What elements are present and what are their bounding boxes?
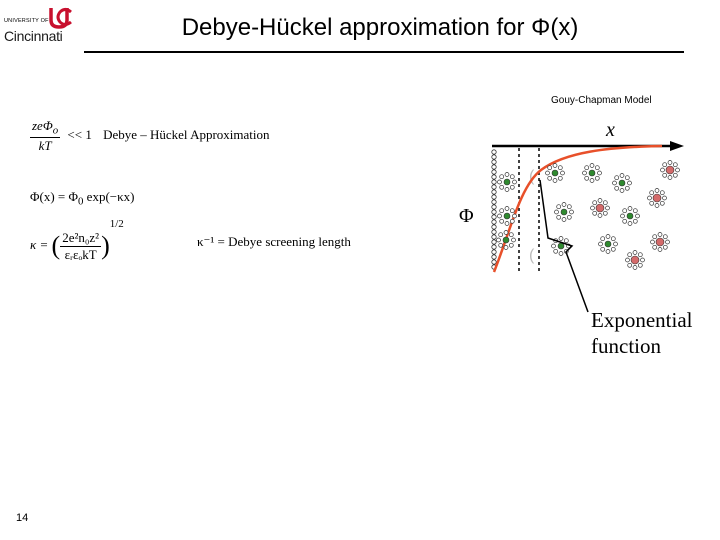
surface-charge — [491, 204, 497, 210]
anion-ion — [496, 230, 516, 250]
cation-ion — [590, 198, 610, 218]
surface-charge — [491, 159, 497, 165]
plane-bracket-bottom: ( — [529, 247, 535, 264]
anion-ion — [612, 173, 632, 193]
anion-ion — [582, 163, 602, 183]
surface-charge — [491, 149, 497, 155]
x-axis-arrowhead — [670, 141, 684, 151]
surface-charge — [491, 254, 497, 260]
slide-number: 14 — [16, 512, 29, 524]
surface-charge — [491, 229, 497, 235]
cation-ion — [647, 188, 667, 208]
slide-title: Debye-Hückel approximation for Φ(x) — [181, 14, 579, 41]
logo-line1: UNIVERSITY OF — [4, 18, 49, 24]
ion-cloud — [496, 160, 680, 270]
annotation-pointer — [539, 179, 589, 313]
cation-ion — [625, 250, 645, 270]
university-logo: UNIVERSITY OF Cincinnati — [4, 6, 84, 50]
surface-charge — [491, 249, 497, 255]
surface-charge — [491, 209, 497, 215]
title-divider — [84, 51, 684, 53]
dh-condition-equation: zeΦo kT << 1 Debye – Hückel Approximatio… — [30, 118, 270, 154]
surface-charge — [491, 239, 497, 245]
anion-ion — [497, 172, 517, 192]
uc-emblem-icon — [49, 8, 72, 29]
plane-bracket-top: ( — [529, 168, 535, 185]
surface-charge — [491, 214, 497, 220]
surface-charge — [491, 234, 497, 240]
condition-fraction: zeΦo kT — [30, 118, 61, 153]
anion-ion — [545, 163, 565, 183]
surface-charge — [491, 154, 497, 160]
condition-relation: << 1 — [67, 126, 92, 142]
surface-charge — [491, 164, 497, 170]
screening-length-equation: κ⁻¹ = Debye screening length — [197, 234, 351, 249]
logo-name: Cincinnati — [4, 28, 63, 44]
kappa-fraction: 2e²n₀z² εᵣεₒkT — [60, 229, 102, 262]
surface-charge — [491, 199, 497, 205]
surface-charge — [491, 224, 497, 230]
anion-ion — [598, 234, 618, 254]
phi-equation: Φ(x) = Φ0 exp(−κx) — [30, 189, 135, 208]
surface-charge — [491, 169, 497, 175]
anion-ion — [554, 202, 574, 222]
anion-ion — [620, 206, 640, 226]
x-axis-label: x — [605, 119, 615, 141]
surface-charge — [491, 189, 497, 195]
condition-label: Debye – Hückel Approximation — [103, 126, 270, 142]
model-label: Gouy-Chapman Model — [551, 95, 652, 106]
cation-ion — [660, 160, 680, 180]
surface-charge — [491, 244, 497, 250]
surface-charge — [491, 174, 497, 180]
surface-charge — [491, 179, 497, 185]
annotation-label: Exponential function — [591, 308, 693, 358]
kappa-equation: κ = ( 2e²n₀z² εᵣεₒkT )1/2 — [30, 218, 124, 262]
anion-ion — [497, 206, 517, 226]
surface-charge — [491, 219, 497, 225]
charged-surface — [491, 149, 497, 270]
surface-charge — [491, 184, 497, 190]
logo-caption: UNIVERSITY OF — [4, 18, 49, 24]
phi-axis-label: Φ — [459, 205, 474, 227]
surface-charge — [491, 194, 497, 200]
cation-ion — [650, 232, 670, 252]
surface-charge — [491, 259, 497, 265]
